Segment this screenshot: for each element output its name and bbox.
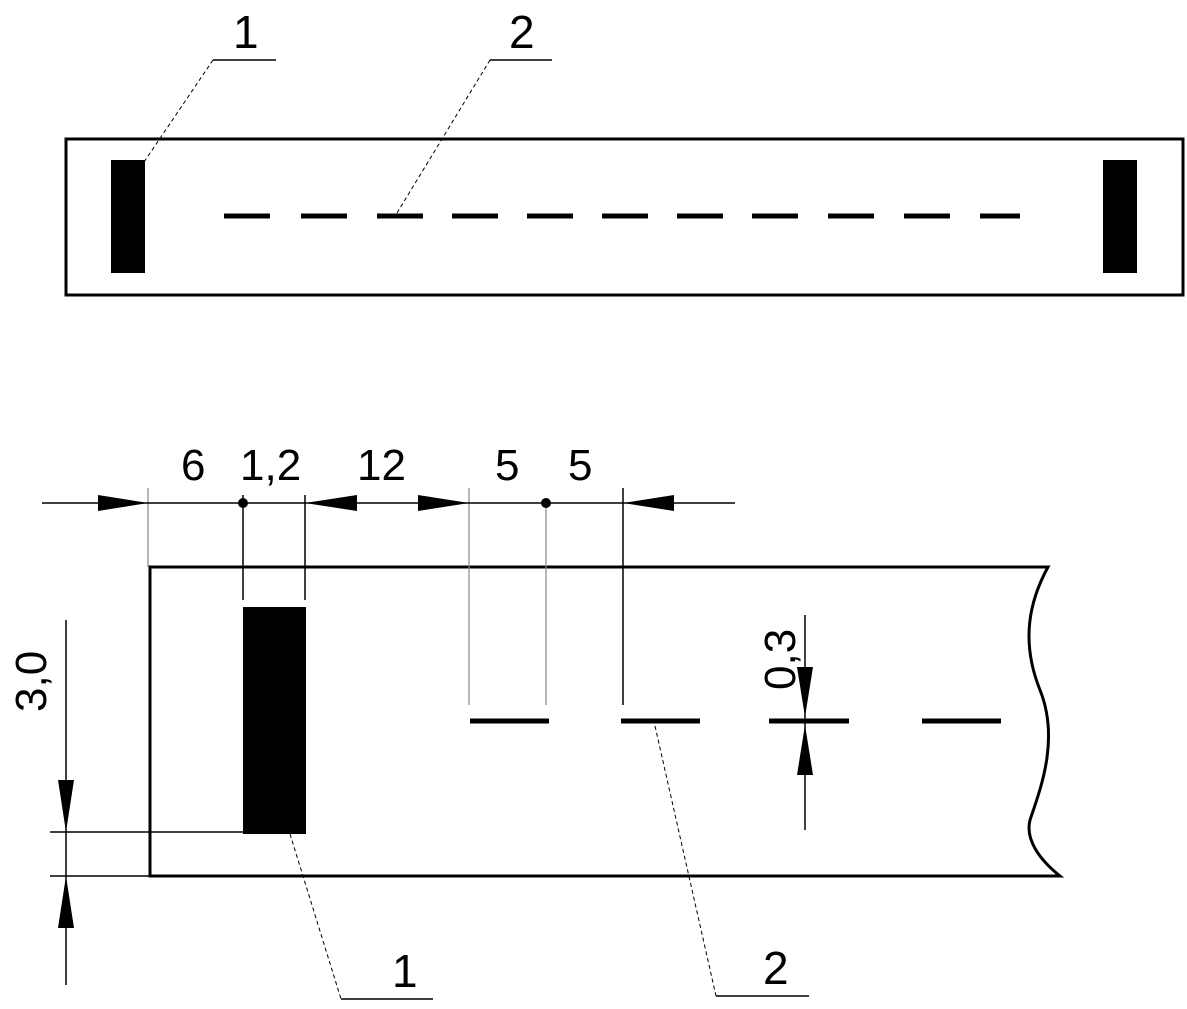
dim-label-0-3: 0,3 <box>756 629 805 690</box>
dim-label-5-b: 5 <box>568 441 592 490</box>
detail-strip-outline <box>148 565 1065 878</box>
dim-0-3: 0,3 <box>756 615 813 830</box>
arrow-3-0-down <box>58 780 74 832</box>
arrow-0-3-up <box>797 725 813 775</box>
arrow-12-right <box>418 495 469 511</box>
detail-callout-2: 2 <box>654 725 809 997</box>
dot-1-2 <box>238 498 248 508</box>
arrow-3-0-up <box>58 876 74 928</box>
detail-callout-1-label: 1 <box>392 945 418 997</box>
dim-3-0: 3,0 <box>7 620 243 985</box>
arrow-6-right <box>98 495 148 511</box>
top-left-marker <box>111 160 145 273</box>
top-view: 1 2 <box>64 6 1185 297</box>
dot-5 <box>541 498 551 508</box>
extension-lines <box>147 488 624 705</box>
top-callout-2: 2 <box>396 6 552 214</box>
arrow-5-left <box>623 495 674 511</box>
dim-label-12: 12 <box>357 441 406 490</box>
top-right-marker <box>1103 160 1137 273</box>
detail-view: 6 1,2 12 5 5 0,3 3,0 1 <box>7 441 1065 1000</box>
top-callout-2-label: 2 <box>509 6 535 58</box>
detail-callout-1: 1 <box>289 833 433 1000</box>
top-callout-1: 1 <box>141 6 276 166</box>
top-callout-1-label: 1 <box>233 6 259 58</box>
dim-label-3-0: 3,0 <box>7 651 56 712</box>
arrow-12-left <box>305 495 357 511</box>
dim-label-6: 6 <box>181 441 205 490</box>
top-dimension-line <box>42 495 735 511</box>
detail-marker-1 <box>243 607 306 834</box>
detail-callout-2-label: 2 <box>763 942 789 994</box>
dim-label-5-a: 5 <box>495 441 519 490</box>
arrow-0-3-down <box>797 667 813 717</box>
dim-label-1-2: 1,2 <box>240 441 301 490</box>
